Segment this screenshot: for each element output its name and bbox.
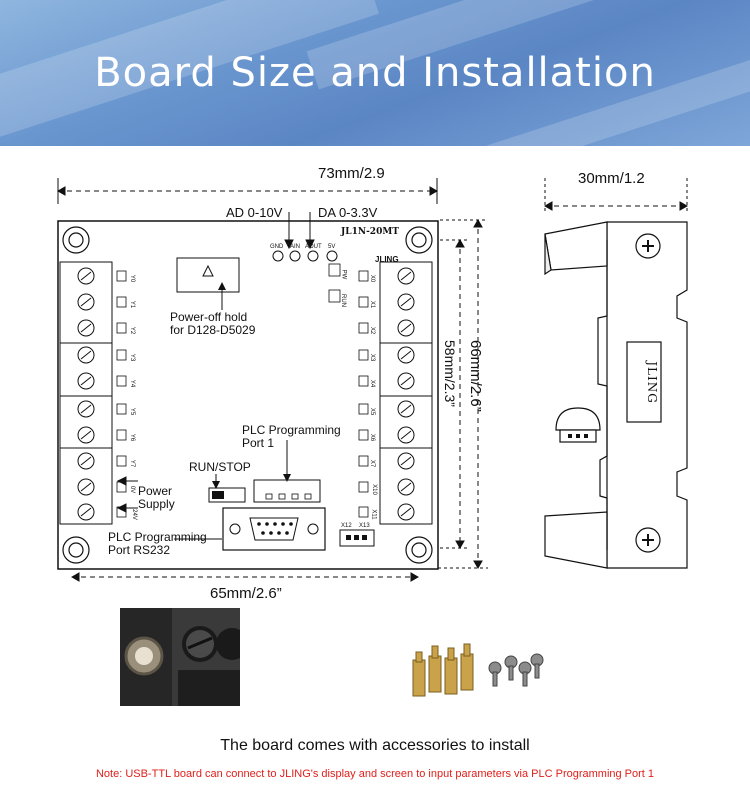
usb-ttl-note: Note: USB-TTL board can connect to JLING…	[95, 768, 655, 780]
standoffs-and-screws-image	[412, 643, 544, 697]
right-input-led	[358, 506, 369, 518]
input-channel-label: X5	[369, 407, 376, 416]
terminal-closeup-image	[120, 608, 240, 706]
input-channel-label: X1	[369, 300, 376, 309]
right-input-led	[358, 455, 369, 467]
accessories-caption: The board comes with accessories to inst…	[220, 737, 530, 754]
output-channel-label: Y0	[129, 274, 136, 283]
x13-label: X13	[359, 523, 370, 529]
board-diagram	[56, 178, 689, 582]
da-label: DA 0-3.3V	[318, 205, 378, 220]
left-terminal-screw-slot	[80, 297, 92, 307]
board-brand-label: JLING	[375, 255, 399, 264]
left-terminal-screw-slot	[80, 507, 92, 517]
right-terminal-screw-slot	[400, 350, 412, 360]
left-output-led	[116, 296, 127, 308]
right-input-led	[358, 296, 369, 308]
output-channel-label: Y1	[129, 300, 136, 309]
right-terminal-screw-slot	[400, 456, 412, 466]
accessories-photo	[403, 638, 553, 702]
run-stop-label: RUN/STOP	[189, 460, 251, 474]
header-banner: Board Size and Installation	[0, 0, 750, 146]
x12-label: X12	[341, 523, 352, 529]
output-channel-label: 0V	[129, 485, 136, 494]
right-input-led	[358, 429, 369, 441]
right-terminal-screw-slot	[400, 376, 412, 386]
right-input-led	[358, 322, 369, 334]
left-terminal-screw-slot	[80, 271, 92, 281]
right-input-led	[358, 349, 369, 361]
board-model-label: JL1N-20MT	[341, 227, 399, 237]
page-title: Board Size and Installation	[94, 50, 656, 96]
left-terminal-screw-slot	[80, 404, 92, 414]
pin-label-ain: AIN	[290, 244, 301, 250]
pin-label-5v: 5V	[328, 244, 336, 250]
ad-label: AD 0-10V	[226, 205, 283, 220]
rs232-port-label: PLC Programming Port RS232	[108, 530, 207, 557]
input-channel-label: X3	[369, 353, 376, 362]
left-terminal-screw-slot	[80, 323, 92, 333]
left-output-led	[116, 429, 127, 441]
left-output-led	[116, 455, 127, 467]
left-terminal-screw-slot	[80, 456, 92, 466]
input-channel-label: X2	[369, 326, 376, 335]
input-channel-label: X0	[369, 274, 376, 283]
run-led-label: RUN	[340, 294, 346, 307]
right-terminal-screw-slot	[400, 482, 412, 492]
output-channel-label: Y5	[129, 407, 136, 416]
left-output-led	[116, 322, 127, 334]
left-terminal-screw-slot	[80, 350, 92, 360]
right-input-led	[358, 270, 369, 282]
power-supply-label: Power Supply	[138, 484, 175, 511]
left-terminal-screw-slot	[80, 376, 92, 386]
right-terminal-screw-slot	[400, 271, 412, 281]
pw-label: PW	[340, 269, 347, 280]
left-output-led	[116, 270, 127, 282]
output-channel-label: 24V	[130, 509, 137, 520]
bottom-width-dimension: 65mm/2.6”	[210, 585, 282, 602]
plc-port1-label: PLC Programming Port 1	[242, 423, 341, 450]
pin-label-gnd: GND	[270, 244, 284, 250]
terminal-closeup-photo	[120, 608, 240, 706]
input-channel-label: X10	[370, 484, 377, 495]
output-channel-label: Y6	[129, 433, 136, 442]
left-output-led	[116, 349, 127, 361]
side-width-dimension: 30mm/1.2	[578, 170, 645, 187]
power-off-hold-label: Power-off hold for D128-D5029	[170, 310, 256, 337]
input-channel-label: X4	[369, 379, 376, 388]
left-output-led	[116, 375, 127, 387]
right-input-led	[358, 481, 369, 493]
left-terminal-screw-slot	[80, 430, 92, 440]
output-channel-label: Y7	[129, 459, 136, 468]
right-terminal-screw-slot	[400, 404, 412, 414]
right-terminal-screw-slot	[400, 430, 412, 440]
input-channel-label: X11	[370, 509, 377, 520]
right-terminal-screw-slot	[400, 297, 412, 307]
pin-label-aout: AOUT	[305, 244, 322, 250]
top-width-dimension: 73mm/2.9	[318, 165, 385, 182]
right-input-led	[358, 375, 369, 387]
output-channel-label: Y2	[129, 326, 136, 335]
output-channel-label: Y3	[129, 353, 136, 362]
side-brand-label: JLING	[644, 361, 659, 404]
left-terminal-screw-slot	[80, 482, 92, 492]
left-output-led	[116, 403, 127, 415]
right-input-led	[358, 403, 369, 415]
output-channel-label: Y4	[129, 379, 136, 388]
input-channel-label: X7	[369, 459, 376, 468]
right-terminal-screw-slot	[400, 507, 412, 517]
input-channel-label: X6	[369, 433, 376, 442]
right-terminal-screw-slot	[400, 323, 412, 333]
